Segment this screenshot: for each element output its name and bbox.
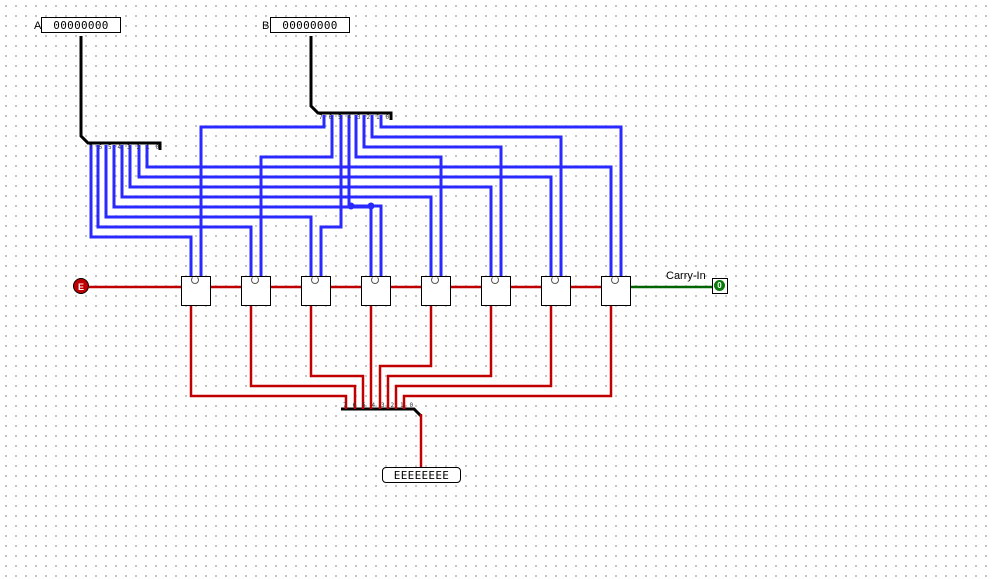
wire-b-bit-0	[379, 115, 623, 276]
bus-b-wire	[309, 36, 393, 120]
adder-notch-icon	[251, 276, 259, 284]
input-b-label: B	[262, 20, 270, 32]
carry-in-pin[interactable]: 0	[712, 278, 728, 294]
full-adder-2[interactable]	[301, 276, 331, 306]
splitter-sum-bit-label: 5	[362, 402, 366, 409]
wire-b-bit-7	[199, 115, 326, 276]
splitter-sum-bit-label: 0	[410, 402, 414, 409]
adder-notch-icon	[611, 276, 619, 284]
sum-wire-2	[309, 306, 365, 409]
splitter-b-bit-label: 5	[338, 114, 342, 121]
carry-in-label: Carry-In	[666, 270, 706, 282]
splitter-a-bit-label: 1	[146, 144, 150, 151]
full-adder-7[interactable]	[601, 276, 631, 306]
sum-wire-0	[189, 306, 348, 409]
full-adder-5[interactable]	[481, 276, 511, 306]
wire-b-bit-1	[370, 115, 563, 276]
splitter-a-bit-label: 2	[137, 144, 141, 151]
wire-a-bit-6	[137, 145, 553, 276]
wire-a-bit-0	[89, 145, 193, 276]
splitter-sum-bit-label: 4	[372, 402, 376, 409]
full-adder-4[interactable]	[421, 276, 451, 306]
bus-wires	[79, 36, 423, 418]
sum-wire-7	[402, 306, 613, 409]
full-adder-0[interactable]	[181, 276, 211, 306]
splitter-sum-bit-label: 2	[391, 402, 395, 409]
splitter-b-bit-label: 1	[376, 114, 380, 121]
adder-notch-icon	[311, 276, 319, 284]
bit-wires-blue	[89, 115, 623, 276]
splitter-a-bit-label: 5	[108, 144, 112, 151]
wire-a-bit-2	[104, 145, 313, 276]
splitter-a-bit-label: 7	[89, 144, 93, 151]
adder-notch-icon	[371, 276, 379, 284]
sum-wire-4	[378, 306, 433, 409]
wire-junction	[367, 202, 375, 210]
carry-in-value: 0	[714, 280, 725, 291]
splitter-sum-bit-label: 7	[343, 402, 347, 409]
sum-wire-6	[394, 306, 553, 409]
adder-notch-icon	[491, 276, 499, 284]
splitter-b-bit-label: 2	[367, 114, 371, 121]
splitter-b-bit-label: 4	[348, 114, 352, 121]
splitter-a-bit-label: 3	[127, 144, 131, 151]
wire-b-bit-5	[319, 115, 343, 276]
bus-a-wire	[79, 36, 162, 150]
input-a-label: A	[34, 20, 42, 32]
bus-sum-wire	[341, 407, 423, 418]
wire-a-bit-1	[96, 145, 253, 276]
sum-wire-5	[386, 306, 493, 409]
sum-output-pin[interactable]: EEEEEEEE	[382, 467, 461, 483]
splitter-a-bit-label: 0	[156, 144, 160, 151]
adder-notch-icon	[551, 276, 559, 284]
wire-b-bit-6	[259, 115, 334, 276]
wire-b-bit-4	[347, 115, 383, 276]
input-a-pin[interactable]: 00000000	[41, 17, 121, 33]
full-adder-3[interactable]	[361, 276, 391, 306]
sum-wire-1	[249, 306, 357, 409]
wire-a-bit-3	[112, 145, 373, 276]
wire-a-bit-4	[120, 145, 433, 276]
full-adder-1[interactable]	[241, 276, 271, 306]
input-b-pin[interactable]: 00000000	[270, 17, 350, 33]
wire-junction	[347, 202, 355, 210]
wire-a-bit-7	[145, 145, 613, 276]
splitter-sum-bit-label: 3	[381, 402, 385, 409]
error-wires-red	[89, 285, 613, 467]
splitter-b-bit-label: 3	[357, 114, 361, 121]
wire-b-bit-3	[354, 115, 443, 276]
wire-a-bit-5	[128, 145, 493, 276]
splitter-b-bit-label: 7	[319, 114, 323, 121]
adder-notch-icon	[191, 276, 199, 284]
splitter-sum-bit-label: 1	[400, 402, 404, 409]
splitter-b-bit-label: 6	[329, 114, 333, 121]
full-adder-6[interactable]	[541, 276, 571, 306]
error-input-pin[interactable]: E	[73, 278, 89, 294]
splitter-a-bit-label: 6	[99, 144, 103, 151]
splitter-b-bit-label: 0	[386, 114, 390, 121]
wire-junctions	[347, 202, 375, 210]
splitter-sum-bit-label: 6	[353, 402, 357, 409]
adder-notch-icon	[431, 276, 439, 284]
splitter-a-bit-label: 4	[118, 144, 122, 151]
wire-b-bit-2	[362, 115, 503, 276]
